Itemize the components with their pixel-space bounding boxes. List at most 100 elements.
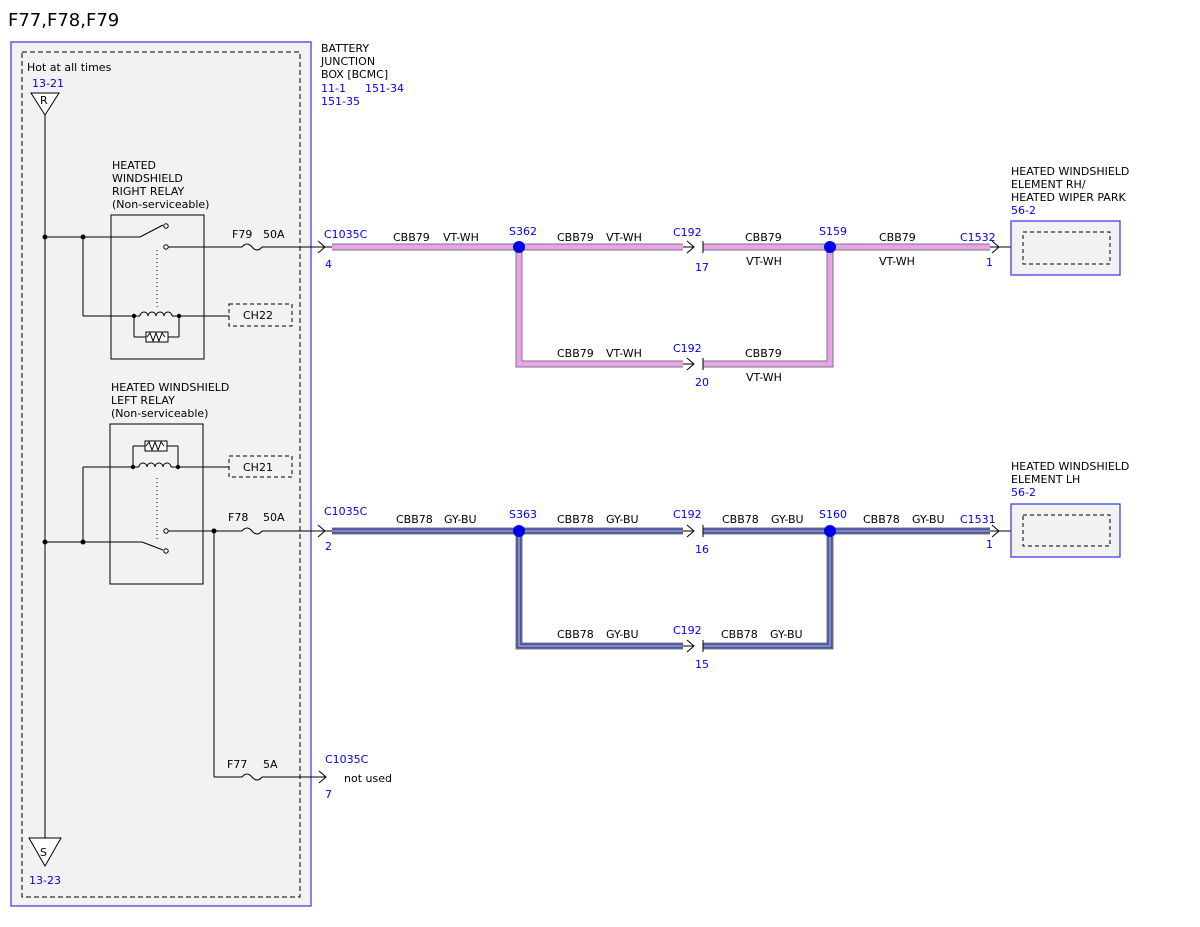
splice-s363[interactable] xyxy=(513,525,525,537)
f77-fuse-name: F77 xyxy=(227,758,247,771)
c1532-pin-number: 1 xyxy=(986,256,993,269)
power-source-triangle-icon xyxy=(30,92,60,116)
load-lh-label: HEATED WINDSHIELD ELEMENT LH 56-2 xyxy=(1011,460,1129,499)
wire-color-label: VT-WH xyxy=(606,231,642,244)
c192-pin15-arrow-icon xyxy=(683,639,695,653)
splice-s362[interactable] xyxy=(513,241,525,253)
load-lh-ref-link[interactable]: 56-2 xyxy=(1011,486,1036,499)
f78-fuse-name: F78 xyxy=(228,511,248,524)
wire-color-label: VT-WH xyxy=(443,231,479,244)
load-lh-inner xyxy=(1022,514,1111,547)
left-relay-line1: HEATED WINDSHIELD xyxy=(111,381,229,394)
c192-pin16-connector[interactable]: C192 xyxy=(673,508,702,521)
wire-color-label: VT-WH xyxy=(746,255,782,268)
wire-circuit-label: CBB79 xyxy=(745,347,782,360)
wire-circuit-label: CBB78 xyxy=(722,513,759,526)
circuit-78-wires[interactable] xyxy=(332,526,990,651)
ch22-connector-box[interactable] xyxy=(228,303,293,327)
wire-circuit-label: CBB79 xyxy=(557,347,594,360)
hot-at-all-times-label: Hot at all times xyxy=(27,61,112,74)
c1035c-pin4-number: 4 xyxy=(325,258,332,271)
splice-s363-label[interactable]: S363 xyxy=(509,508,537,521)
wire-circuit-label: CBB79 xyxy=(879,231,916,244)
c192-pin15-connector[interactable]: C192 xyxy=(673,624,702,637)
left-relay-line2: LEFT RELAY xyxy=(111,394,175,407)
c1531-arrow-icon xyxy=(990,524,1011,538)
left-relay-line3: (Non-serviceable) xyxy=(111,407,208,420)
left-relay-box[interactable] xyxy=(109,423,204,585)
right-relay-contact xyxy=(163,223,169,229)
power-continue-symbol: S xyxy=(40,846,47,859)
c192-pin17-number: 17 xyxy=(695,261,709,274)
ch22-label: CH22 xyxy=(243,309,273,322)
f77-fuse-icon xyxy=(241,773,263,781)
left-relay-contact xyxy=(163,548,169,554)
load-rh-label: HEATED WINDSHIELD ELEMENT RH/ HEATED WIP… xyxy=(1011,165,1129,217)
c1035c-pin2-number: 2 xyxy=(325,540,332,553)
splice-s160[interactable] xyxy=(824,525,836,537)
wire-color-label: GY-BU xyxy=(444,513,477,526)
bjb-ref-link[interactable]: 11-1 xyxy=(321,82,346,95)
load-lh-line2: ELEMENT LH xyxy=(1011,473,1080,486)
bjb-ref-link[interactable]: 151-34 xyxy=(365,82,404,95)
splice-s159-label[interactable]: S159 xyxy=(819,225,847,238)
c192-pin20-number: 20 xyxy=(695,376,709,389)
wire-circuit-label: CBB79 xyxy=(393,231,430,244)
right-relay-contact xyxy=(163,244,169,250)
wire-color-label: GY-BU xyxy=(912,513,945,526)
circuit-79-wires[interactable] xyxy=(332,242,990,369)
wire-circuit-label: CBB78 xyxy=(721,628,758,641)
c1531-pin-number: 1 xyxy=(986,538,993,551)
power-continue-triangle-icon xyxy=(28,837,62,868)
heated-windshield-element-rh[interactable] xyxy=(1010,220,1121,276)
power-source-symbol: R xyxy=(40,94,48,107)
wire-color-label: GY-BU xyxy=(771,513,804,526)
c192-pin20-arrow-icon xyxy=(683,357,695,371)
wire-circuit-label: CBB78 xyxy=(557,628,594,641)
bjb-name-line2: JUNCTION xyxy=(320,55,375,68)
right-relay-box[interactable] xyxy=(110,214,205,360)
c1532-connector[interactable]: C1532 xyxy=(960,231,996,244)
wire-color-label: GY-BU xyxy=(606,628,639,641)
wire-circuit-label: CBB78 xyxy=(557,513,594,526)
c192-pin15-number: 15 xyxy=(695,658,709,671)
splice-s159[interactable] xyxy=(824,241,836,253)
c192-pin17-connector[interactable]: C192 xyxy=(673,226,702,239)
c1035c-pin2-connector[interactable]: C1035C xyxy=(324,505,368,518)
c192-pin16-number: 16 xyxy=(695,543,709,556)
load-rh-line3: HEATED WIPER PARK xyxy=(1011,191,1126,204)
wire-color-label: VT-WH xyxy=(879,255,915,268)
wire-circuit-label: CBB79 xyxy=(557,231,594,244)
splice-s160-label[interactable]: S160 xyxy=(819,508,847,521)
bjb-inner-boundary xyxy=(21,51,301,898)
splice-s362-label[interactable]: S362 xyxy=(509,225,537,238)
left-relay-switch-arm xyxy=(141,541,164,551)
f78-fuse-icon xyxy=(241,527,263,535)
f77-fuse-rating: 5A xyxy=(263,758,278,771)
load-rh-ref-link[interactable]: 56-2 xyxy=(1011,204,1036,217)
battery-junction-box[interactable] xyxy=(10,41,312,907)
wire-circuit-label: CBB78 xyxy=(863,513,900,526)
load-lh-line1: HEATED WINDSHIELD xyxy=(1011,460,1129,473)
right-relay-coil xyxy=(131,311,182,343)
wire-circuit-label: CBB79 xyxy=(745,231,782,244)
bjb-ref-link[interactable]: 151-35 xyxy=(321,95,360,108)
c1531-connector[interactable]: C1531 xyxy=(960,513,996,526)
power-source-ref-link[interactable]: 13-21 xyxy=(32,77,64,90)
right-relay-line3: RIGHT RELAY xyxy=(112,185,185,198)
c1035c-pin7-connector[interactable]: C1035C xyxy=(325,753,369,766)
pin7-status: not used xyxy=(344,772,392,785)
right-relay-label: HEATED WINDSHIELD RIGHT RELAY (Non-servi… xyxy=(112,159,209,211)
bjb-name-line1: BATTERY xyxy=(321,42,369,55)
c1035c-pin4-connector[interactable]: C1035C xyxy=(324,228,368,241)
bjb-label: BATTERY JUNCTION BOX [BCMC] 11-1 151-34 … xyxy=(320,42,404,108)
c192-pin20-connector[interactable]: C192 xyxy=(673,342,702,355)
load-rh-inner xyxy=(1022,231,1111,265)
left-relay-contact xyxy=(163,528,169,534)
wire-color-label: VT-WH xyxy=(746,371,782,384)
c1035c-pin7-number: 7 xyxy=(325,788,332,801)
power-continue-ref-link[interactable]: 13-23 xyxy=(29,874,61,887)
right-relay-switch-arm xyxy=(139,224,164,238)
heated-windshield-element-lh[interactable] xyxy=(1010,503,1121,558)
ch21-connector-box[interactable] xyxy=(228,455,293,478)
